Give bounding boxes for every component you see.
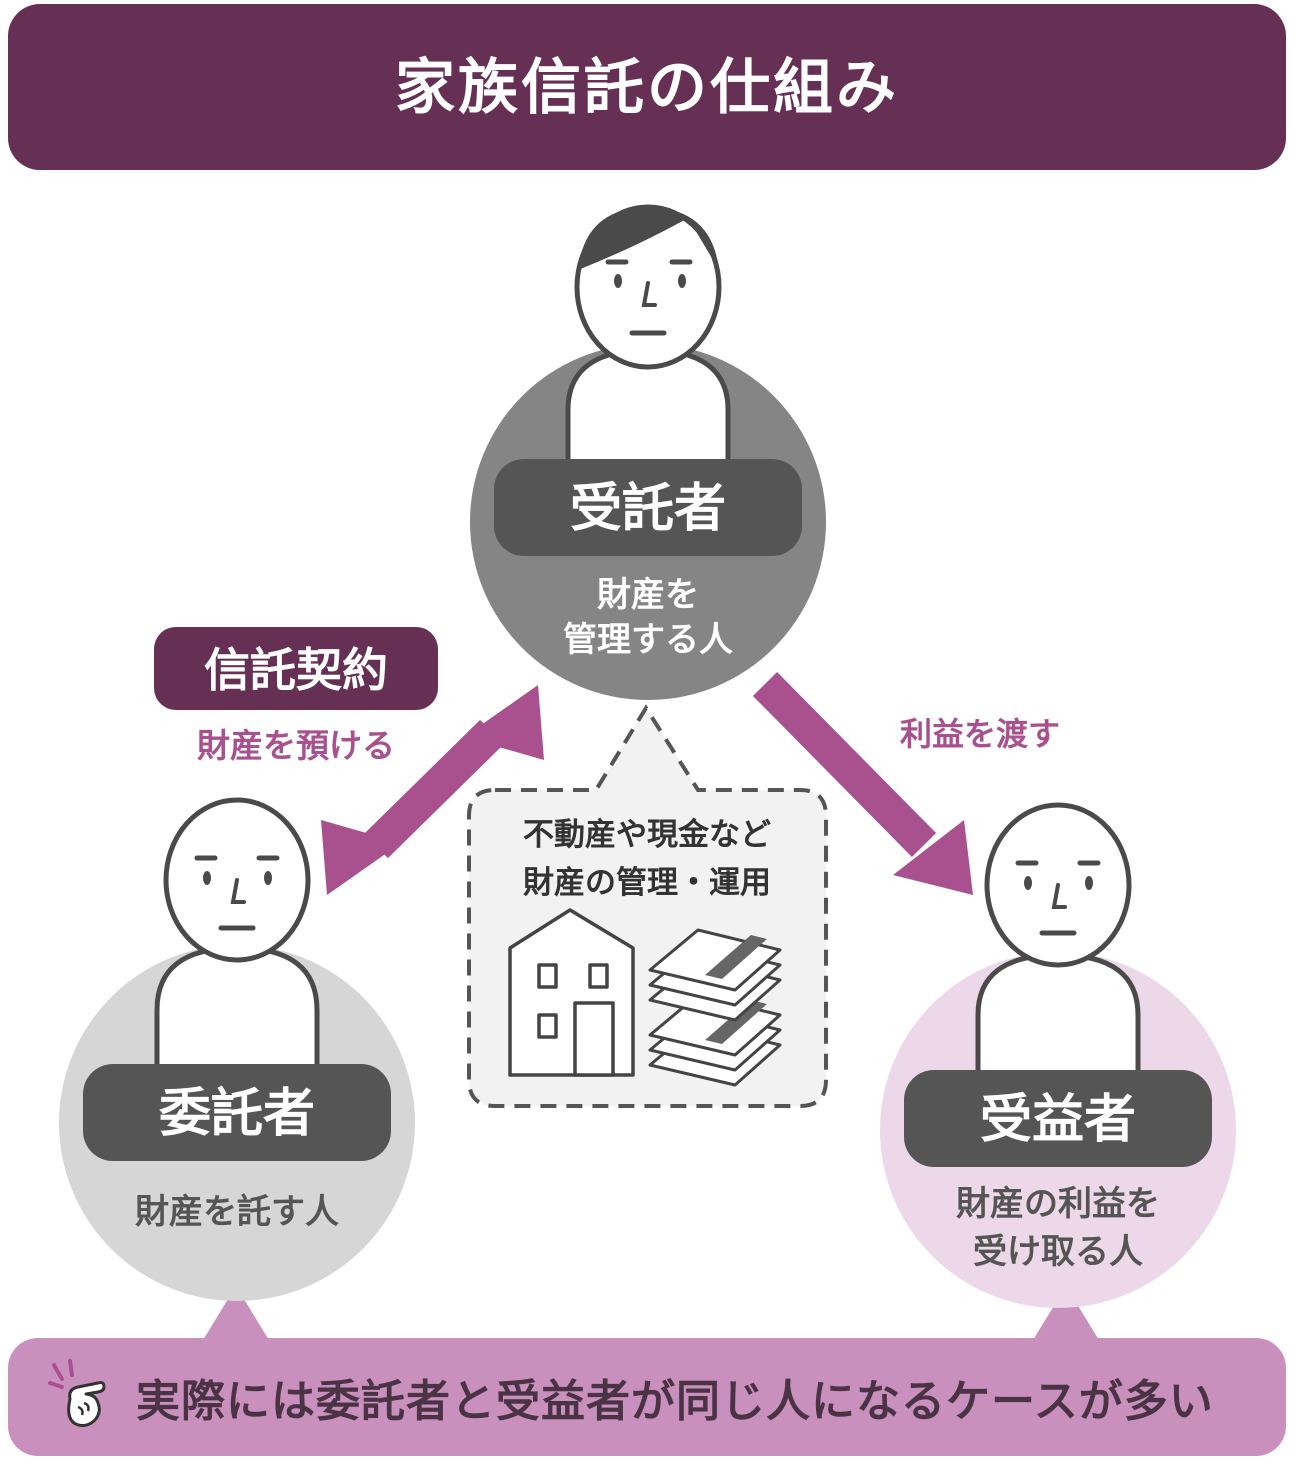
assets-bubble: 不動産や現金など 財産の管理・運用 [467,704,828,1108]
trustee-role: 受託者 [570,479,726,539]
note-text: 実際には委託者と受益者が同じ人になるケースが多い [136,1376,1214,1427]
cash-bundles-icon [648,928,782,1087]
settlor-role: 委託者 [159,1084,315,1144]
benefit-arrow [752,672,973,895]
pointing-hand-icon [48,1359,106,1428]
beneficiary-body [975,952,1141,1078]
settlor-body [154,945,320,1073]
contract-badge-label: 信託契約 [204,643,388,697]
benefit-caption: 利益を渡す [900,715,1060,753]
trustee-desc-line1: 財産を [597,575,699,615]
beneficiary-role-label-box [904,1070,1212,1167]
house-icon [508,908,635,1077]
trustee-desc-line2: 管理する人 [563,620,733,660]
beneficiary-role: 受益者 [980,1090,1136,1150]
beneficiary-head [984,802,1132,968]
title-banner: 家族信託の仕組み [8,4,1286,170]
page-title: 家族信託の仕組み [395,52,899,123]
beneficiary-desc-line2: 受け取る人 [973,1232,1143,1272]
settlor-role-label-box [83,1064,391,1161]
beneficiary-figure: 受益者 財産の利益を 受け取る人 [880,802,1236,1308]
settlor-desc: 財産を託す人 [135,1192,339,1232]
contract-double-arrow [321,685,544,895]
contract-badge [154,627,438,710]
note-bar: 実際には委託者と受益者が同じ人になるケースが多い [8,1338,1286,1456]
assets-line2: 財産の管理・運用 [523,865,771,901]
trustee-role-label-box [494,459,802,556]
trustee-figure: 受託者 財産を 管理する人 [470,204,826,700]
assets-line1: 不動産や現金など [523,817,771,853]
beneficiary-desc-line1: 財産の利益を [956,1184,1160,1224]
note-pointer-right [1030,1286,1102,1345]
settlor-head [163,797,311,963]
note-pointer-left [200,1286,272,1345]
contract-caption: 財産を預ける [197,726,395,765]
settlor-figure: 委託者 財産を託す人 [59,797,415,1301]
trustee-head [574,204,722,370]
